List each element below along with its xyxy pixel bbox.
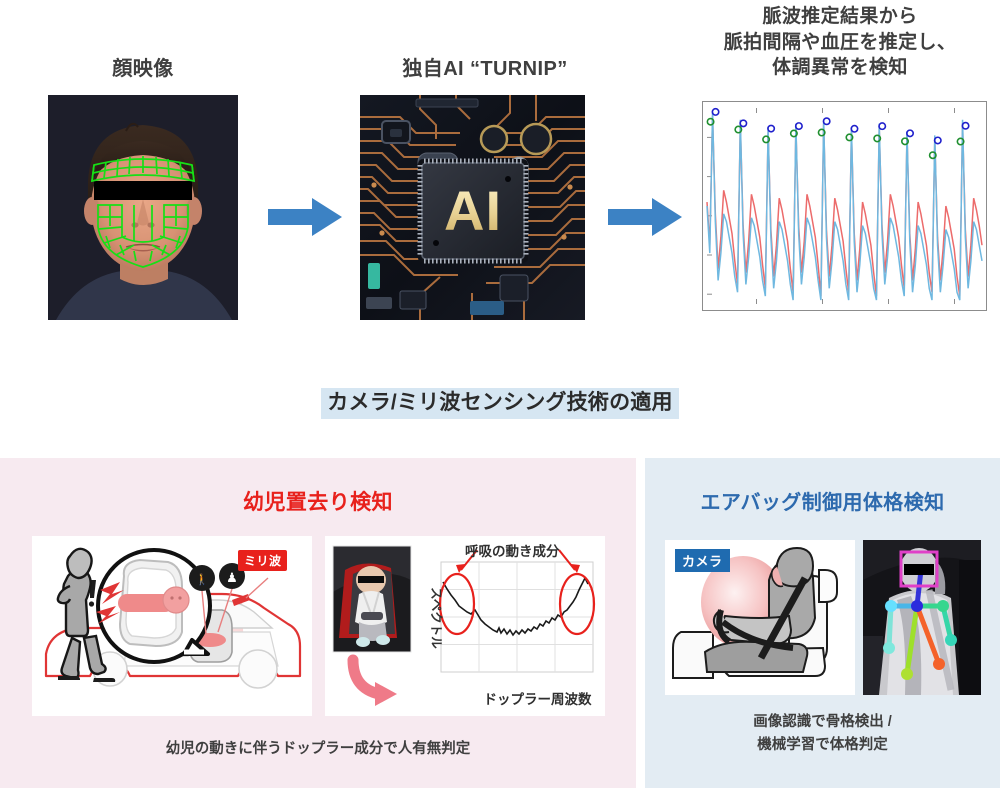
panel-right-caption: 画像認識で骨格検出 / 機械学習で体格判定 [753, 714, 892, 754]
estimated-peak-marker [850, 124, 859, 133]
svg-text:🚶: 🚶 [195, 573, 209, 586]
estimated-peak-marker [906, 129, 915, 138]
reference-peak-marker [734, 125, 743, 134]
airbag-illustration-card: カメラ [665, 540, 855, 695]
right-arrow-icon-2 [608, 197, 683, 237]
doppler-spectrum-card: スペクトル 呼吸の動き成分 ドップラー周波数 [325, 536, 605, 716]
face-mesh-photo [48, 95, 238, 320]
pulse-wave-chart [702, 101, 987, 311]
section-banner: カメラ/ミリ波センシング技術の適用 [0, 388, 1000, 420]
estimated-peak-marker [711, 107, 720, 116]
breathing-annotation-label: 呼吸の動き成分 [465, 544, 560, 559]
svg-text:AI: AI [444, 179, 502, 242]
series-estimated-pulse [706, 111, 983, 301]
estimated-peak-marker [822, 117, 831, 126]
ai-chip-photo: AI [360, 95, 585, 320]
estimated-peak-marker [933, 136, 942, 145]
face-step-label: 顔映像 [112, 58, 174, 80]
reference-peak-marker [928, 151, 937, 160]
reference-peak-marker [845, 133, 854, 142]
mmwave-badge: ミリ波 [238, 550, 288, 571]
reference-peak-marker [956, 137, 965, 146]
reference-peak-marker [762, 135, 771, 144]
panel-right-title: エアバッグ制御用体格検知 [700, 492, 945, 514]
reference-peak-marker [901, 137, 910, 146]
estimated-peak-marker [961, 121, 970, 130]
estimated-peak-marker [794, 122, 803, 131]
section-banner-text: カメラ/ミリ波センシング技術の適用 [321, 388, 679, 420]
ai-step-label: 独自AI “TURNIP” [402, 58, 568, 80]
panel-left-caption: 幼児の動きに伴うドップラー成分で人有無判定 [165, 741, 471, 757]
estimated-peak-marker [739, 119, 748, 128]
svg-text:♟: ♟ [226, 570, 238, 585]
panel-infant-left-behind: 幼児置去り検知 [0, 458, 636, 788]
right-arrow-icon [268, 197, 343, 237]
spectrum-ylabel-text: スペクトル [429, 587, 443, 649]
reference-peak-marker [817, 128, 826, 137]
estimated-peak-marker [878, 122, 887, 131]
panel-left-title: 幼児置去り検知 [243, 491, 393, 514]
skeleton-detection-card [863, 540, 981, 695]
spectrum-xlabel: ドップラー周波数 [483, 692, 592, 707]
panel-airbag-body-size: エアバッグ制御用体格検知 [645, 458, 1000, 788]
camera-badge: カメラ [675, 549, 730, 572]
pulse-step-label: 脈波推定結果から 脈拍間隔や血圧を推定し、 体調異常を検知 [723, 6, 957, 79]
car-illustration-card: 🚶 ♟ ミリ波 [32, 536, 312, 716]
reference-peak-marker [706, 117, 715, 126]
reference-peak-marker [873, 134, 882, 143]
estimated-peak-marker [767, 124, 776, 133]
reference-peak-marker [789, 129, 798, 138]
